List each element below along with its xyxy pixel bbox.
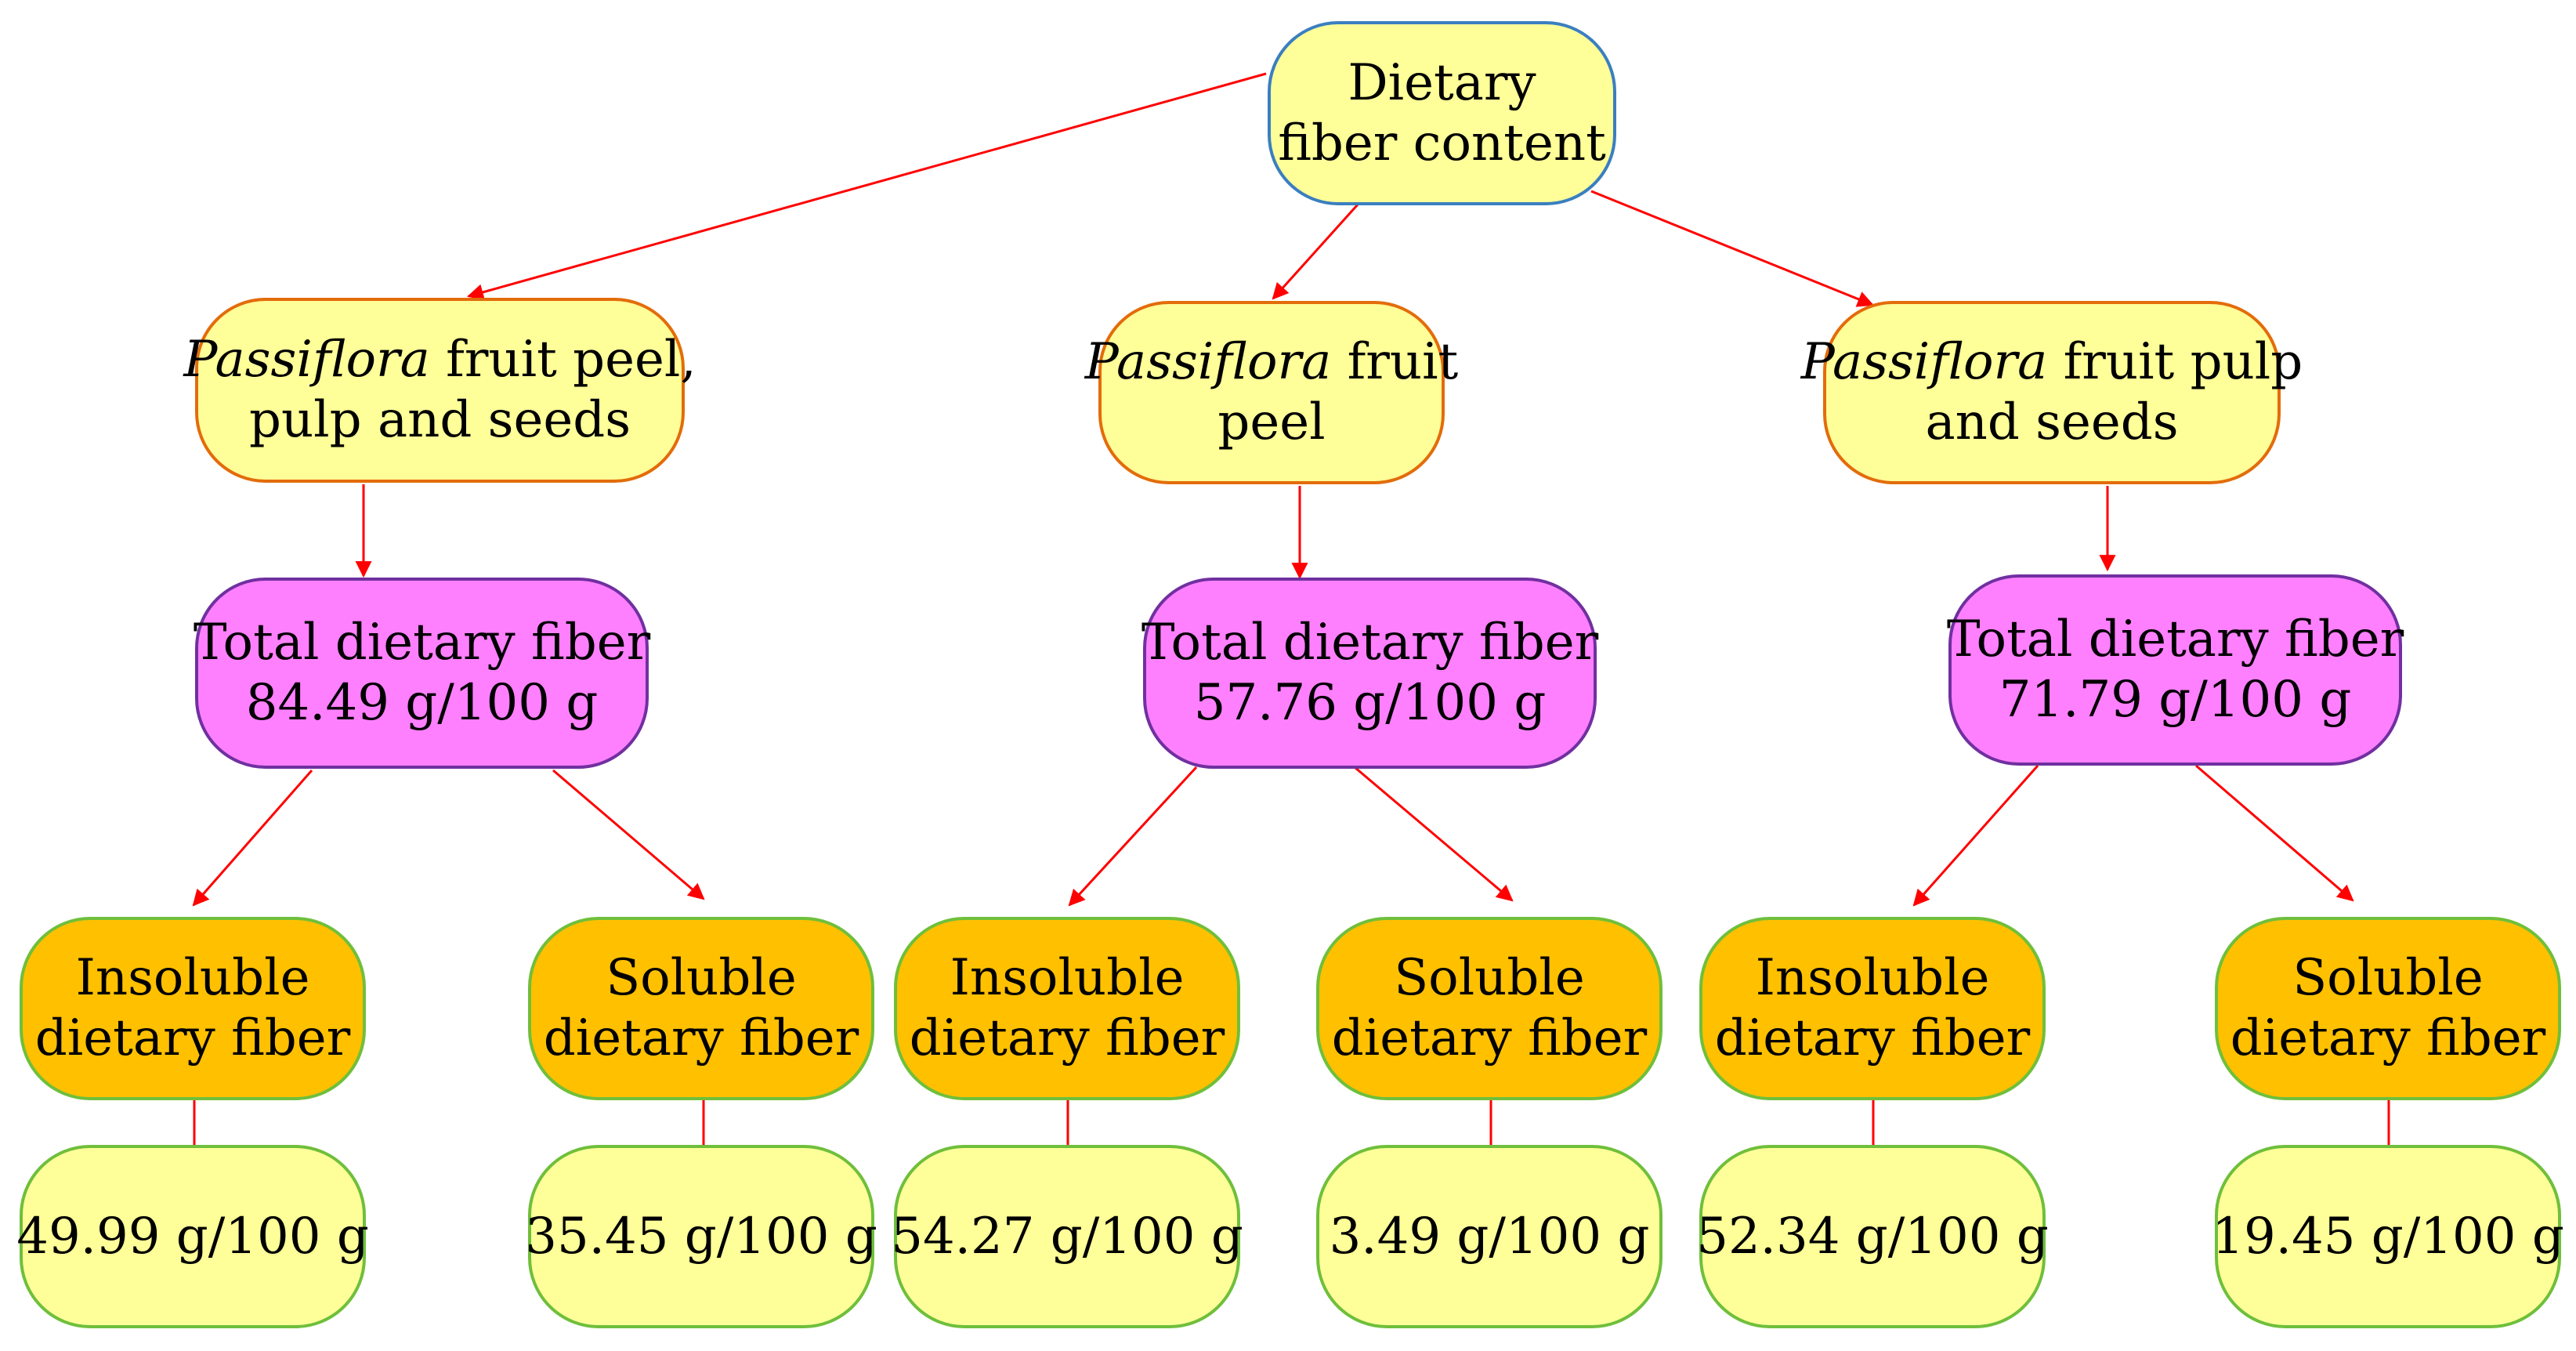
arrow-total-2-to-soluble [1354, 766, 1514, 902]
sample-line-1: fruit [1331, 333, 1459, 392]
total-fiber-node-3: Total dietary fiber 71.79 g/100 g [1946, 574, 2404, 766]
arrow-total-1-to-soluble [552, 769, 705, 900]
insoluble-fiber-node-1: Insoluble dietary fiber [20, 917, 366, 1100]
soluble-fiber-node-1: Soluble dietary fiber [528, 917, 874, 1100]
insoluble-line-1: Insoluble [1755, 949, 1990, 1008]
arrow-total-3-to-soluble [2195, 764, 2354, 902]
arrow-total-2-to-insoluble [1068, 766, 1198, 907]
arrow-total-1-to-insoluble [192, 770, 313, 907]
sample-line-2: peel [1217, 393, 1326, 451]
soluble-value-node-1: 35.45 g/100 g [525, 1145, 877, 1328]
genus-label: Passiflora [1084, 333, 1332, 392]
soluble-value-node-2: 3.49 g/100 g [1316, 1145, 1662, 1328]
insoluble-value: 52.34 g/100 g [1696, 1207, 2049, 1266]
insoluble-value: 54.27 g/100 g [891, 1207, 1243, 1266]
arrow-root-to-sample-3 [1590, 190, 1874, 307]
insoluble-value-node-2: 54.27 g/100 g [891, 1145, 1243, 1328]
soluble-line-2: dietary fiber [543, 1009, 859, 1067]
sample-line-1: fruit pulp [2047, 333, 2303, 392]
soluble-fiber-node-2: Soluble dietary fiber [1316, 917, 1662, 1100]
soluble-value: 35.45 g/100 g [525, 1207, 877, 1266]
soluble-value: 3.49 g/100 g [1329, 1207, 1650, 1266]
total-fiber-node-1: Total dietary fiber 84.49 g/100 g [193, 578, 651, 769]
soluble-line-2: dietary fiber [1331, 1009, 1648, 1067]
total-fiber-value: 71.79 g/100 g [1999, 671, 2352, 729]
total-fiber-value: 57.76 g/100 g [1193, 674, 1547, 732]
insoluble-line-1: Insoluble [950, 949, 1185, 1008]
soluble-line-1: Soluble [606, 949, 797, 1008]
insoluble-value-node-3: 52.34 g/100 g [1696, 1145, 2049, 1328]
total-fiber-node-2: Total dietary fiber 57.76 g/100 g [1141, 578, 1599, 769]
soluble-value-node-3: 19.45 g/100 g [2212, 1145, 2564, 1328]
sample-line-2: pulp and seeds [248, 391, 631, 449]
root-node: Dietary fiber content [1268, 21, 1616, 205]
total-fiber-value: 84.49 g/100 g [245, 674, 599, 732]
soluble-line-2: dietary fiber [2230, 1009, 2546, 1067]
insoluble-fiber-node-2: Insoluble dietary fiber [894, 917, 1240, 1100]
soluble-value: 19.45 g/100 g [2212, 1207, 2564, 1266]
sample-node-pulp-seeds: Passiflora fruit pulp and seeds [1801, 301, 2303, 484]
sample-line-1: fruit peel, [429, 331, 696, 389]
sample-line-2: and seeds [1925, 393, 2179, 451]
genus-label: Passiflora [1800, 333, 2048, 392]
root-line-2: fiber content [1278, 114, 1606, 172]
total-fiber-label: Total dietary fiber [193, 614, 651, 672]
arrow-root-to-sample-1 [466, 72, 1267, 301]
total-fiber-label: Total dietary fiber [1946, 610, 2404, 669]
arrow-root-to-sample-2 [1272, 203, 1359, 300]
arrow-total-3-to-insoluble [1912, 765, 2039, 907]
insoluble-value-node-1: 49.99 g/100 g [16, 1145, 369, 1328]
soluble-line-1: Soluble [2292, 949, 2484, 1008]
genus-label: Passiflora [183, 331, 430, 389]
sample-node-peel: Passiflora fruit peel [1085, 301, 1458, 484]
insoluble-line-1: Insoluble [75, 949, 310, 1008]
insoluble-value: 49.99 g/100 g [16, 1207, 369, 1266]
root-line-1: Dietary [1348, 53, 1536, 112]
total-fiber-label: Total dietary fiber [1141, 614, 1599, 672]
insoluble-fiber-node-3: Insoluble dietary fiber [1699, 917, 2046, 1100]
soluble-fiber-node-3: Soluble dietary fiber [2215, 917, 2561, 1100]
sample-node-peel-pulp-seeds: Passiflora fruit peel, pulp and seeds [183, 298, 696, 483]
insoluble-line-2: dietary fiber [1714, 1009, 2031, 1067]
insoluble-line-2: dietary fiber [909, 1009, 1225, 1067]
insoluble-line-2: dietary fiber [34, 1009, 351, 1067]
soluble-line-1: Soluble [1394, 949, 1585, 1008]
